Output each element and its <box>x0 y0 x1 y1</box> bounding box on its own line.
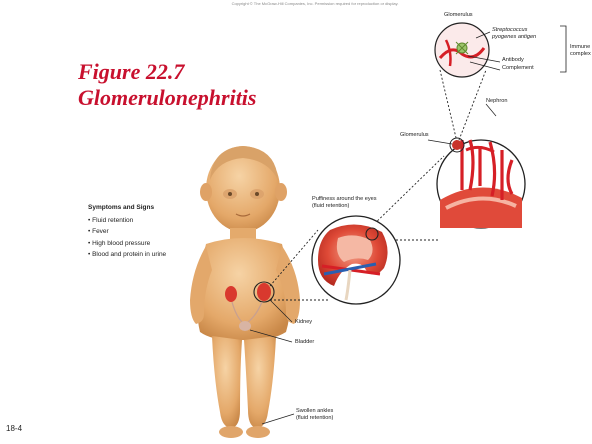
symptoms-heading: Symptoms and Signs <box>88 202 166 214</box>
figure-number: Figure 22.7 <box>78 60 184 84</box>
label-swollen-note: (fluid retention) <box>296 415 333 422</box>
symptom-item: High blood pressure <box>88 238 166 250</box>
figure-title: Glomerulonephritis <box>78 86 256 110</box>
label-bladder: Bladder <box>295 339 314 346</box>
child-figure <box>190 146 300 438</box>
label-glomerulus-top: Glomerulus <box>444 12 473 19</box>
label-puffiness: Puffiness around the eyes <box>312 196 377 203</box>
label-complement: Complement <box>502 65 534 72</box>
label-swollen-ankles: Swollen ankles <box>296 408 333 415</box>
symptoms-list: Symptoms and Signs Fluid retention Fever… <box>88 202 166 261</box>
nephron-detail <box>437 138 525 228</box>
symptom-item: Fever <box>88 226 166 238</box>
label-glomerulus-mid: Glomerulus <box>400 132 429 139</box>
label-nephron: Nephron <box>486 98 507 105</box>
label-streptococcus: Streptococcus <box>492 27 527 34</box>
label-pyogenes-antigen: pyogenes antigen <box>492 34 536 41</box>
kidney-cross-section <box>312 216 400 304</box>
label-antibody: Antibody <box>502 57 524 64</box>
symptom-item: Blood and protein in urine <box>88 249 166 261</box>
symptom-item: Fluid retention <box>88 215 166 227</box>
label-complex: complex <box>570 51 591 58</box>
label-puffiness-note: (fluid retention) <box>312 203 349 210</box>
slide-number: 18-4 <box>6 424 22 433</box>
label-immune: Immune <box>570 44 590 51</box>
label-kidney: Kidney <box>295 319 312 326</box>
